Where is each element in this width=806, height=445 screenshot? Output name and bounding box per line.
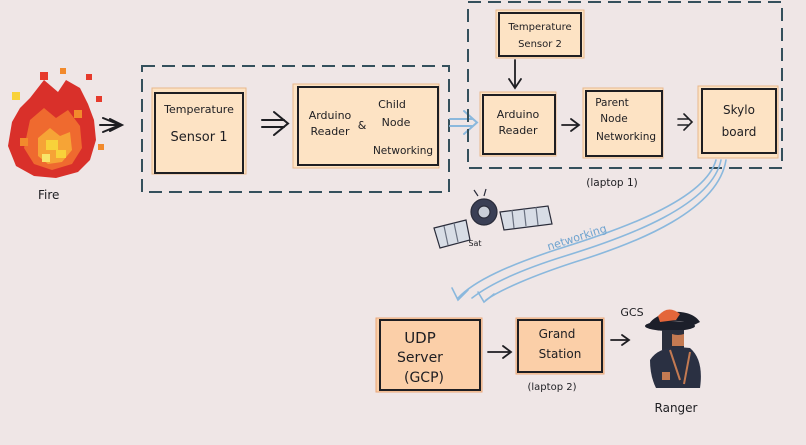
ranger-icon: [645, 309, 701, 388]
arrow-udp-to-ground: [487, 345, 513, 359]
sensor2-line2: Sensor 2: [518, 39, 562, 50]
arduino-reader-node: [479, 91, 557, 157]
udp-line2: Server: [397, 350, 443, 366]
sensor1-line1: Temperature: [163, 103, 234, 116]
skylo-line2: board: [722, 125, 757, 139]
arduino-child-line5: Networking: [373, 145, 433, 157]
parent-node-line1: Parent: [595, 97, 629, 109]
sensor-group-dashed-box: [141, 65, 450, 193]
udp-line1: UDP: [404, 329, 436, 347]
arduino-child-amp: &: [358, 119, 367, 132]
parent-node-line3: Networking: [596, 131, 656, 143]
ground-line1: Grand: [539, 327, 576, 341]
arrow-arduino-to-parent: [561, 118, 581, 132]
arduino-reader-line1: Arduino: [497, 108, 540, 121]
parent-node: [582, 87, 664, 159]
skylo-line1: Skylo: [723, 103, 755, 117]
sensor1-node: [151, 87, 247, 175]
arduino-child-line2: Reader: [311, 125, 350, 138]
udp-line3: (GCP): [404, 370, 444, 386]
arrow-parent-to-skylo: [677, 113, 694, 131]
gcs-label: GCS: [620, 306, 643, 319]
laptop1-label: (laptop 1): [586, 177, 637, 189]
sensor2-line1: Temperature: [507, 22, 571, 33]
arrow-sensor1-to-arduino: [261, 111, 290, 136]
arrow-ground-to-ranger: [610, 334, 631, 346]
ground-line2: Station: [539, 347, 582, 361]
networking-label: networking: [546, 222, 609, 253]
fire-label: Fire: [38, 188, 59, 202]
laptop2-label: (laptop 2): [528, 382, 577, 393]
networking-link: [451, 159, 727, 304]
sensor1-line2: Sensor 1: [171, 130, 228, 145]
arduino-child-node: [292, 83, 440, 169]
ranger-label: Ranger: [655, 401, 698, 415]
arrow-group1-to-group2: [449, 110, 479, 135]
satellite-icon: [433, 188, 553, 249]
ground-station-node: [515, 317, 605, 375]
arduino-reader-line2: Reader: [499, 124, 538, 137]
arrow-sensor2-to-arduino: [508, 59, 522, 90]
arduino-child-line4: Node: [382, 116, 411, 129]
udp-server-node: [375, 317, 483, 393]
sensor2-node: [495, 9, 585, 59]
arrow-fire-to-sensor: [99, 117, 125, 133]
satellite-label: Sat: [468, 239, 481, 248]
parent-node-line2: Node: [600, 113, 627, 125]
arduino-child-line1: Arduino: [309, 109, 352, 122]
skylo-board-node: [697, 85, 779, 159]
fire-icon: [8, 68, 104, 178]
arduino-child-line3: Child: [378, 98, 406, 111]
